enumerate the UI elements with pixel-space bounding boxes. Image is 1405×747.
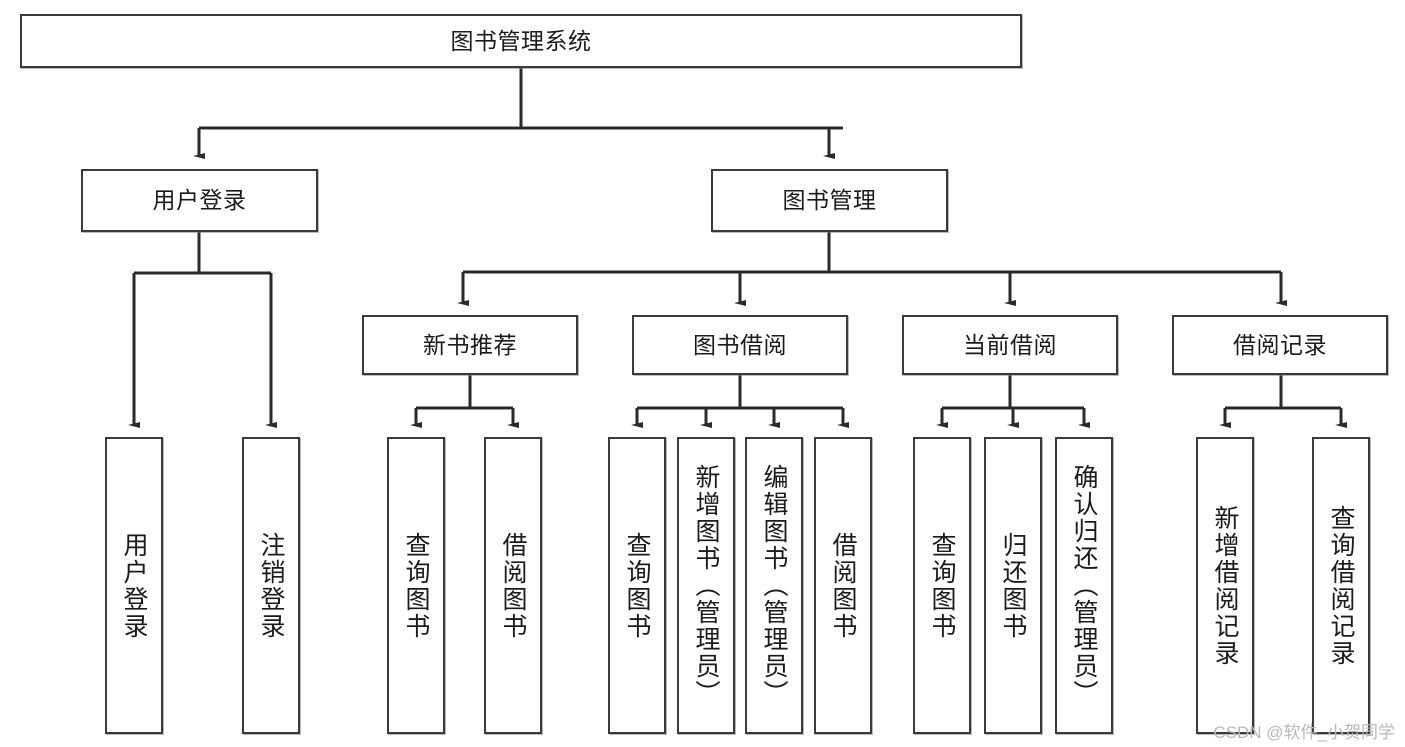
node-user-login[interactable]: 用户登录 (81, 169, 318, 232)
node-current-borrowing[interactable]: 当前借阅 (902, 315, 1118, 375)
leaf-user-login[interactable]: 用户登录 (105, 437, 163, 734)
leaf-add-book[interactable]: 新增图书（管理员） (677, 437, 735, 734)
leaf-borrow-book-2[interactable]: 借阅图书 (814, 437, 872, 734)
node-book-management-label: 图书管理 (782, 187, 877, 214)
leaf-query-book-1[interactable]: 查询图书 (387, 437, 445, 734)
leaf-add-borrowing-record[interactable]: 新增借阅记录 (1196, 437, 1254, 734)
leaf-confirm-return[interactable]: 确认归还（管理员） (1055, 437, 1113, 734)
node-borrowing-record[interactable]: 借阅记录 (1172, 315, 1388, 375)
leaf-logout[interactable]: 注销登录 (242, 437, 300, 734)
node-borrowing-record-label: 借阅记录 (1233, 331, 1327, 358)
leaf-edit-book[interactable]: 编辑图书（管理员） (745, 437, 803, 734)
leaf-add-book-label: 新增图书（管理员） (692, 464, 720, 707)
leaf-query-book-2[interactable]: 查询图书 (608, 437, 666, 734)
node-current-borrowing-label: 当前借阅 (963, 331, 1057, 358)
leaf-return-book[interactable]: 归还图书 (984, 437, 1042, 734)
node-book-borrowing-label: 图书借阅 (693, 331, 787, 358)
watermark: CSDN @软件_小贺同学 (1213, 723, 1395, 742)
leaf-borrow-book-1-label: 借阅图书 (499, 531, 527, 640)
leaf-borrow-book-1[interactable]: 借阅图书 (484, 437, 542, 734)
leaf-borrow-book-2-label: 借阅图书 (829, 531, 857, 640)
node-book-borrowing[interactable]: 图书借阅 (632, 315, 848, 375)
node-new-book-recommendation-label: 新书推荐 (423, 331, 517, 358)
node-root-label: 图书管理系统 (450, 27, 592, 54)
leaf-query-borrowing-record-label: 查询借阅记录 (1327, 504, 1355, 667)
leaf-query-book-3-label: 查询图书 (928, 531, 956, 640)
leaf-confirm-return-label: 确认归还（管理员） (1070, 464, 1098, 707)
node-user-login-label: 用户登录 (152, 187, 247, 214)
leaf-query-book-3[interactable]: 查询图书 (913, 437, 971, 734)
node-book-management[interactable]: 图书管理 (711, 169, 948, 232)
node-root[interactable]: 图书管理系统 (20, 14, 1022, 68)
leaf-edit-book-label: 编辑图书（管理员） (760, 464, 788, 707)
leaf-add-borrowing-record-label: 新增借阅记录 (1211, 504, 1239, 667)
leaf-logout-label: 注销登录 (257, 531, 285, 640)
node-new-book-recommendation[interactable]: 新书推荐 (362, 315, 578, 375)
leaf-query-book-1-label: 查询图书 (402, 531, 430, 640)
leaf-query-book-2-label: 查询图书 (623, 531, 651, 640)
leaf-user-login-label: 用户登录 (120, 531, 148, 640)
leaf-return-book-label: 归还图书 (999, 531, 1027, 640)
leaf-query-borrowing-record[interactable]: 查询借阅记录 (1312, 437, 1370, 734)
